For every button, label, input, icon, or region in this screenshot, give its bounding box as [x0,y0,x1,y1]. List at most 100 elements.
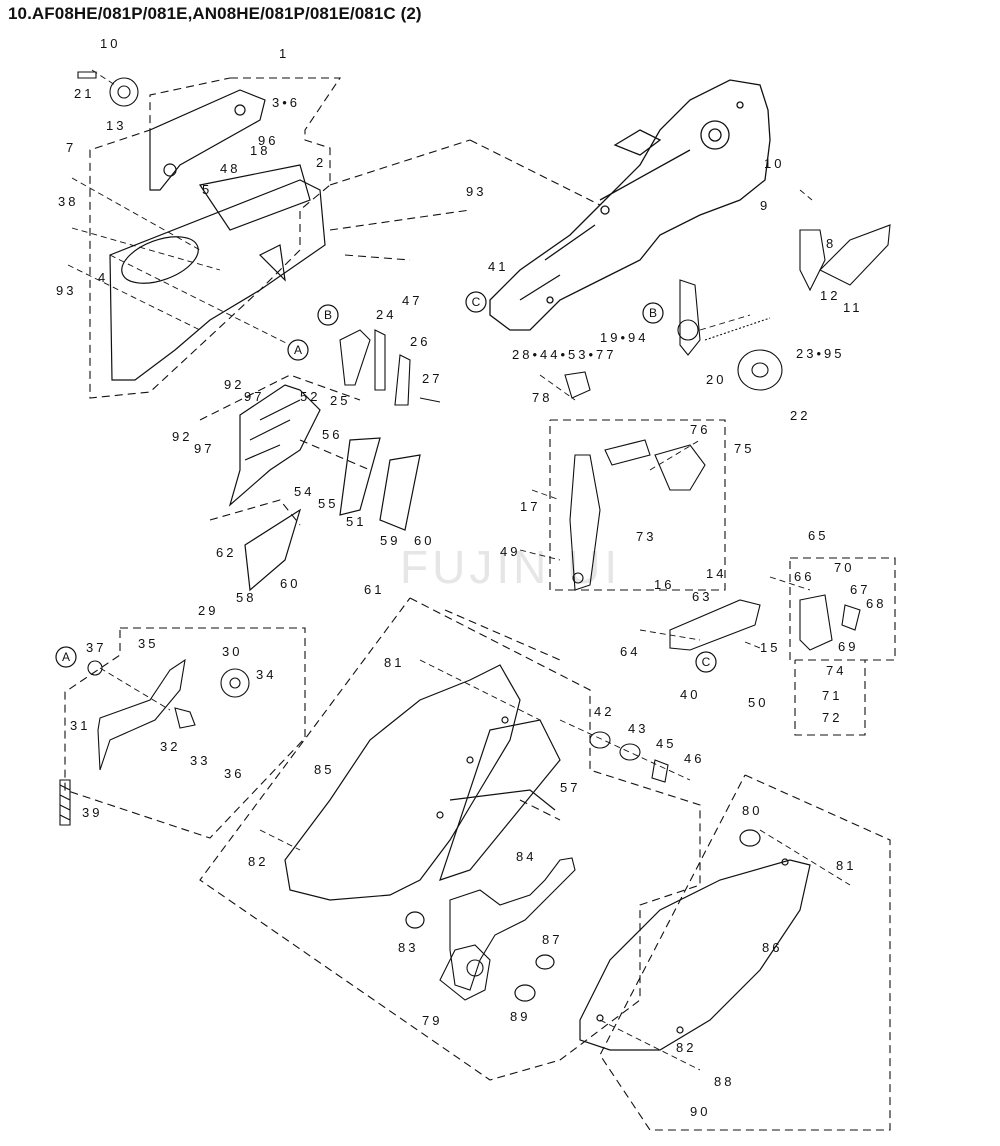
part-label: 45 [656,736,676,751]
part-label: 21 [74,86,94,101]
part-label: 97 [194,441,214,456]
part-label: 87 [542,932,562,947]
part-label: 43 [628,721,648,736]
part-label: 61 [364,582,384,597]
part-label: 39 [82,805,102,820]
spacers-42-45 [589,731,669,783]
part-label: 14 [706,566,726,581]
svg-text:A: A [294,343,302,357]
part-label: 37 [86,640,106,655]
part-label: 76 [690,422,710,437]
part-label: 57 [560,780,580,795]
arm-part-84 [439,857,576,1001]
part-label: 82 [248,854,268,869]
part-label: 75 [734,441,754,456]
part-label: 69 [838,639,858,654]
part-label: 13 [106,118,126,133]
part-label: 27 [422,371,442,386]
part-label: 58 [236,590,256,605]
ref-circle-a: A [287,339,309,361]
part-label: 24 [376,307,396,322]
part-label: 63 [692,589,712,604]
part-label: 19•94 [600,330,648,345]
part-label: 12 [820,288,840,303]
part-label: 46 [684,751,704,766]
part-label: 83 [398,940,418,955]
part-label: 56 [322,427,342,442]
lever-17-bracket [564,371,706,591]
main-frame-part [489,79,771,331]
part-label: 11 [843,300,863,315]
part-label: 28•44•53•77 [512,347,617,362]
part-label: 52 [300,389,320,404]
lever-sub-assembly-29 [59,658,250,826]
part-label: 82 [676,1040,696,1055]
part-label: 17 [520,499,540,514]
side-plate-85 [284,664,561,901]
part-label: 26 [410,334,430,349]
side-plate-86 [405,829,811,1051]
ref-circle-b: B [317,304,339,326]
part-label: 93 [466,184,486,199]
part-label: 68 [866,596,886,611]
part-label: 4 [98,270,108,285]
part-label: 16 [654,577,674,592]
part-label: 25 [330,393,350,408]
lever-assembly-52 [228,384,421,592]
pulley-and-spring-19-23 [677,224,891,391]
part-label: 30 [222,644,242,659]
part-label: 92 [172,429,192,444]
bushing-part-13 [77,71,139,107]
part-label: 3•6 [272,95,300,110]
part-label: 1 [279,46,289,61]
part-label: 33 [190,753,210,768]
part-label: 65 [808,528,828,543]
part-label: 2 [316,155,326,170]
part-label: 88 [714,1074,734,1089]
part-label: 62 [216,545,236,560]
part-label: 8 [826,236,836,251]
part-label: 93 [56,283,76,298]
svg-text:C: C [472,295,481,309]
part-label: 23•95 [796,346,844,361]
part-label: 84 [516,849,536,864]
part-label: 92 [224,377,244,392]
part-label: 20 [706,372,726,387]
ref-circle-a: A [55,646,77,668]
part-label: 71 [822,688,842,703]
part-label: 29 [198,603,218,618]
ref-circle-c: C [465,291,487,313]
part-label: 85 [314,762,334,777]
part-label: 81 [836,858,856,873]
part-label: 47 [402,293,422,308]
part-label: 41 [488,259,508,274]
svg-text:A: A [62,650,70,664]
part-label: 96 [258,133,278,148]
part-label: 42 [594,704,614,719]
svg-text:B: B [324,308,332,322]
small-brackets-24-27 [339,329,441,406]
part-label: 51 [346,514,366,529]
part-label: 97 [244,389,264,404]
part-label: 34 [256,667,276,682]
part-label: 10 [100,36,120,51]
part-label: 5 [202,182,212,197]
part-label: 78 [532,390,552,405]
part-label: 9 [760,198,770,213]
part-label: 54 [294,484,314,499]
part-label: 60 [280,576,300,591]
part-label: 79 [422,1013,442,1028]
bracket-plate-part [109,89,326,381]
part-label: 15 [760,640,780,655]
watermark: FUJIN UI [400,541,622,593]
part-label: 73 [636,529,656,544]
reference-circles: B A C B C A [55,291,717,673]
part-label: 50 [748,695,768,710]
assembly-boundaries [64,77,896,1131]
svg-text:C: C [702,655,711,669]
slide-part-63 [669,594,861,651]
part-label: 59 [380,533,400,548]
part-label: 35 [138,636,158,651]
part-label: 36 [224,766,244,781]
